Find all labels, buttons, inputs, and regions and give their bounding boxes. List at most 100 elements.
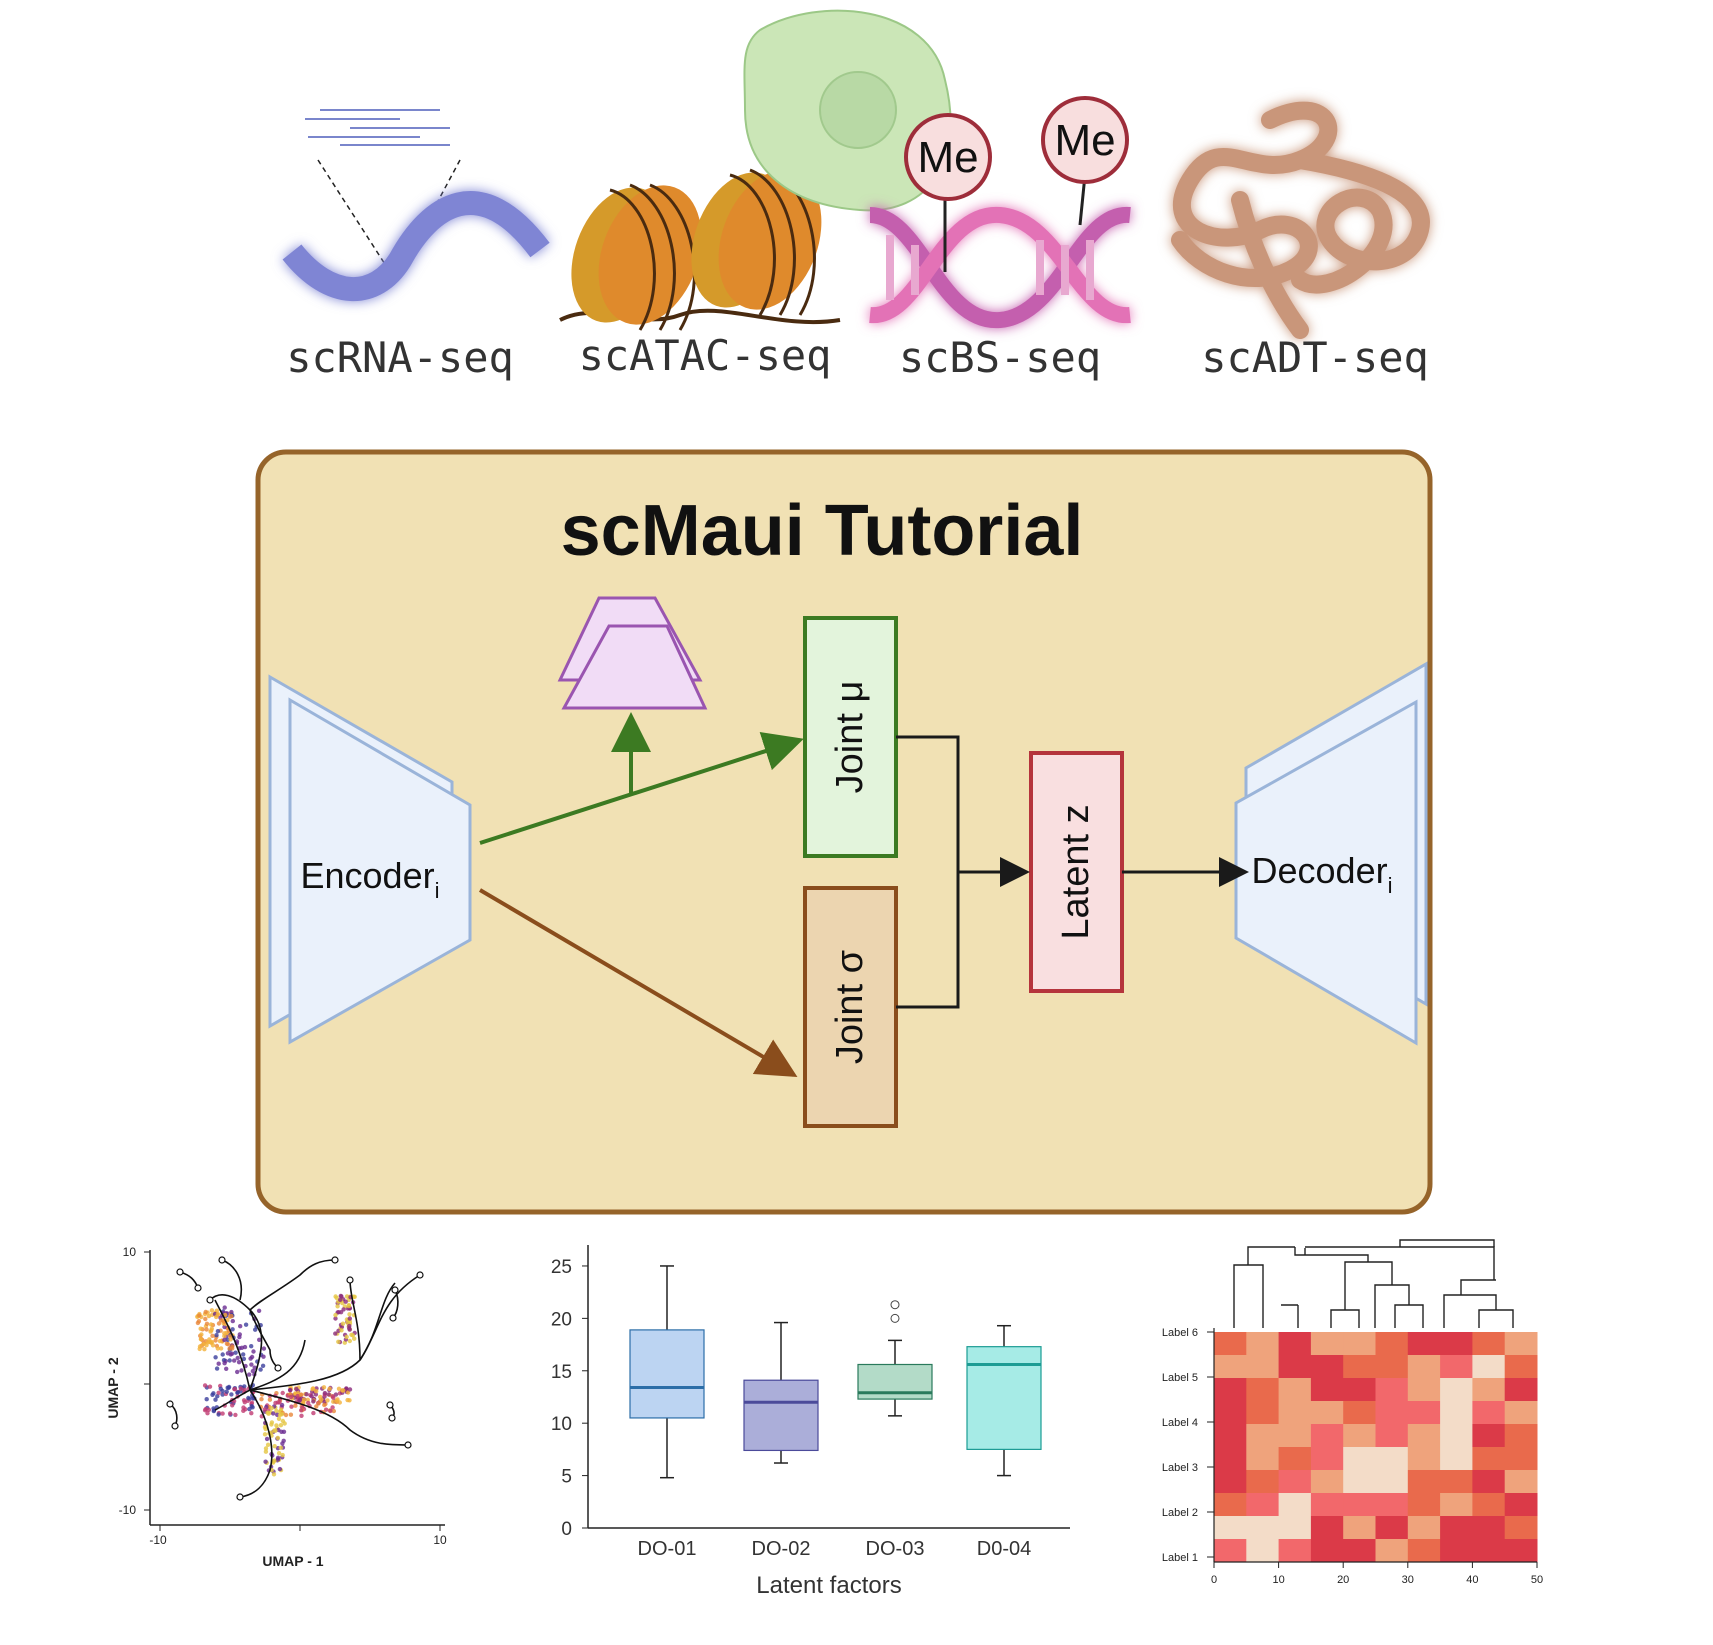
umap-point xyxy=(278,1423,284,1428)
umap-point xyxy=(347,1338,352,1344)
umap-point xyxy=(213,1355,218,1360)
umap-point xyxy=(297,1398,302,1403)
heatmap-cell xyxy=(1310,1493,1344,1517)
umap-point xyxy=(199,1332,204,1337)
heatmap-xtick-label: 20 xyxy=(1337,1574,1349,1586)
umap-point xyxy=(230,1318,235,1324)
boxplot-outlier xyxy=(890,1313,900,1323)
heatmap-cell xyxy=(1214,1332,1247,1356)
umap-point xyxy=(294,1386,299,1392)
heatmap-cell xyxy=(1407,1447,1441,1471)
heatmap-cell xyxy=(1246,1447,1280,1471)
umap-point xyxy=(209,1328,214,1333)
heatmap-row-label: Label 6 xyxy=(1162,1327,1198,1339)
umap-point xyxy=(333,1331,338,1336)
umap-xtick-right: 10 xyxy=(433,1533,447,1547)
umap-point xyxy=(216,1321,222,1326)
heatmap-cell xyxy=(1343,1401,1376,1425)
umap-point xyxy=(203,1316,208,1322)
umap-point xyxy=(310,1387,315,1392)
heatmap-cell xyxy=(1407,1470,1441,1494)
umap-point xyxy=(248,1356,253,1361)
heatmap-cell xyxy=(1278,1516,1312,1540)
umap-point xyxy=(352,1294,357,1300)
umap-point xyxy=(339,1324,345,1330)
heatmap-cell xyxy=(1375,1424,1409,1448)
heatmap-cell xyxy=(1375,1539,1409,1563)
umap-ytick-bottom: -10 xyxy=(119,1503,137,1517)
umap-ytick-top: 10 xyxy=(123,1245,137,1259)
heatmap-cell xyxy=(1278,1539,1312,1563)
umap-point xyxy=(214,1314,219,1320)
methyl-label-1: Me xyxy=(917,133,978,182)
umap-point xyxy=(198,1326,203,1331)
umap-trajectories xyxy=(169,1259,421,1498)
umap-point xyxy=(344,1334,349,1340)
heatmap-cell xyxy=(1472,1332,1506,1356)
umap-point xyxy=(222,1333,227,1339)
heatmap-cell xyxy=(1343,1378,1376,1402)
umap-point xyxy=(345,1397,350,1403)
umap-point xyxy=(230,1403,235,1408)
boxplot-ytick-label: 25 xyxy=(551,1257,572,1278)
umap-point xyxy=(265,1442,271,1448)
heatmap-cell xyxy=(1440,1447,1473,1471)
heatmap-cell xyxy=(1310,1401,1344,1425)
rna-icon xyxy=(282,109,550,302)
umap-point xyxy=(347,1312,352,1317)
umap-point xyxy=(197,1313,202,1318)
heatmap-cell xyxy=(1214,1355,1247,1379)
umap-point xyxy=(218,1346,224,1351)
umap-point xyxy=(257,1337,262,1343)
heatmap-cell xyxy=(1214,1401,1247,1425)
label-scatac-seq: scATAC-seq xyxy=(579,331,832,380)
umap-point xyxy=(208,1322,214,1327)
umap-point xyxy=(259,1397,264,1402)
heatmap-cell xyxy=(1310,1378,1344,1402)
umap-point xyxy=(261,1354,266,1359)
heatmap-cells xyxy=(1214,1332,1538,1563)
methyl-label-2: Me xyxy=(1054,116,1115,165)
cell-icon xyxy=(743,9,952,212)
heatmap-cell xyxy=(1440,1470,1473,1494)
umap-point xyxy=(304,1392,309,1397)
umap-point xyxy=(331,1399,336,1404)
umap-point xyxy=(228,1337,233,1342)
heatmap-cell xyxy=(1343,1355,1376,1379)
umap-point xyxy=(202,1347,207,1352)
boxplot-category-label: D0-04 xyxy=(977,1538,1031,1560)
heatmap-row-label: Label 1 xyxy=(1162,1552,1198,1564)
heatmap-cell xyxy=(1214,1516,1247,1540)
heatmap-row-label: Label 5 xyxy=(1162,1372,1198,1384)
umap-point xyxy=(338,1297,343,1303)
heatmap-cell xyxy=(1472,1516,1506,1540)
heatmap-cell xyxy=(1246,1493,1280,1517)
umap-point xyxy=(322,1402,327,1408)
umap-point xyxy=(230,1346,235,1351)
umap-point xyxy=(216,1361,221,1366)
umap-point xyxy=(314,1404,319,1409)
umap-point xyxy=(230,1327,235,1332)
heatmap-cell xyxy=(1310,1424,1344,1448)
umap-point xyxy=(282,1421,287,1426)
umap-point xyxy=(333,1316,338,1321)
umap-point xyxy=(207,1339,212,1345)
umap-point xyxy=(241,1398,247,1403)
umap-point xyxy=(271,1472,277,1477)
umap-point xyxy=(222,1361,227,1366)
umap-point xyxy=(335,1397,340,1402)
umap-point xyxy=(249,1411,254,1416)
umap-point xyxy=(201,1341,206,1347)
encoder-to-mu-arrow xyxy=(479,712,804,845)
heatmap-cell xyxy=(1246,1401,1280,1425)
umap-point xyxy=(333,1312,338,1318)
heatmap-cell xyxy=(1278,1424,1312,1448)
umap-point xyxy=(272,1444,277,1449)
umap-point xyxy=(349,1332,354,1338)
umap-point xyxy=(238,1386,244,1391)
umap-point xyxy=(222,1337,227,1343)
heatmap-cell xyxy=(1214,1539,1247,1563)
encoder-label: Encoderi xyxy=(301,855,440,903)
umap-points xyxy=(195,1293,357,1477)
umap-point xyxy=(213,1338,218,1343)
